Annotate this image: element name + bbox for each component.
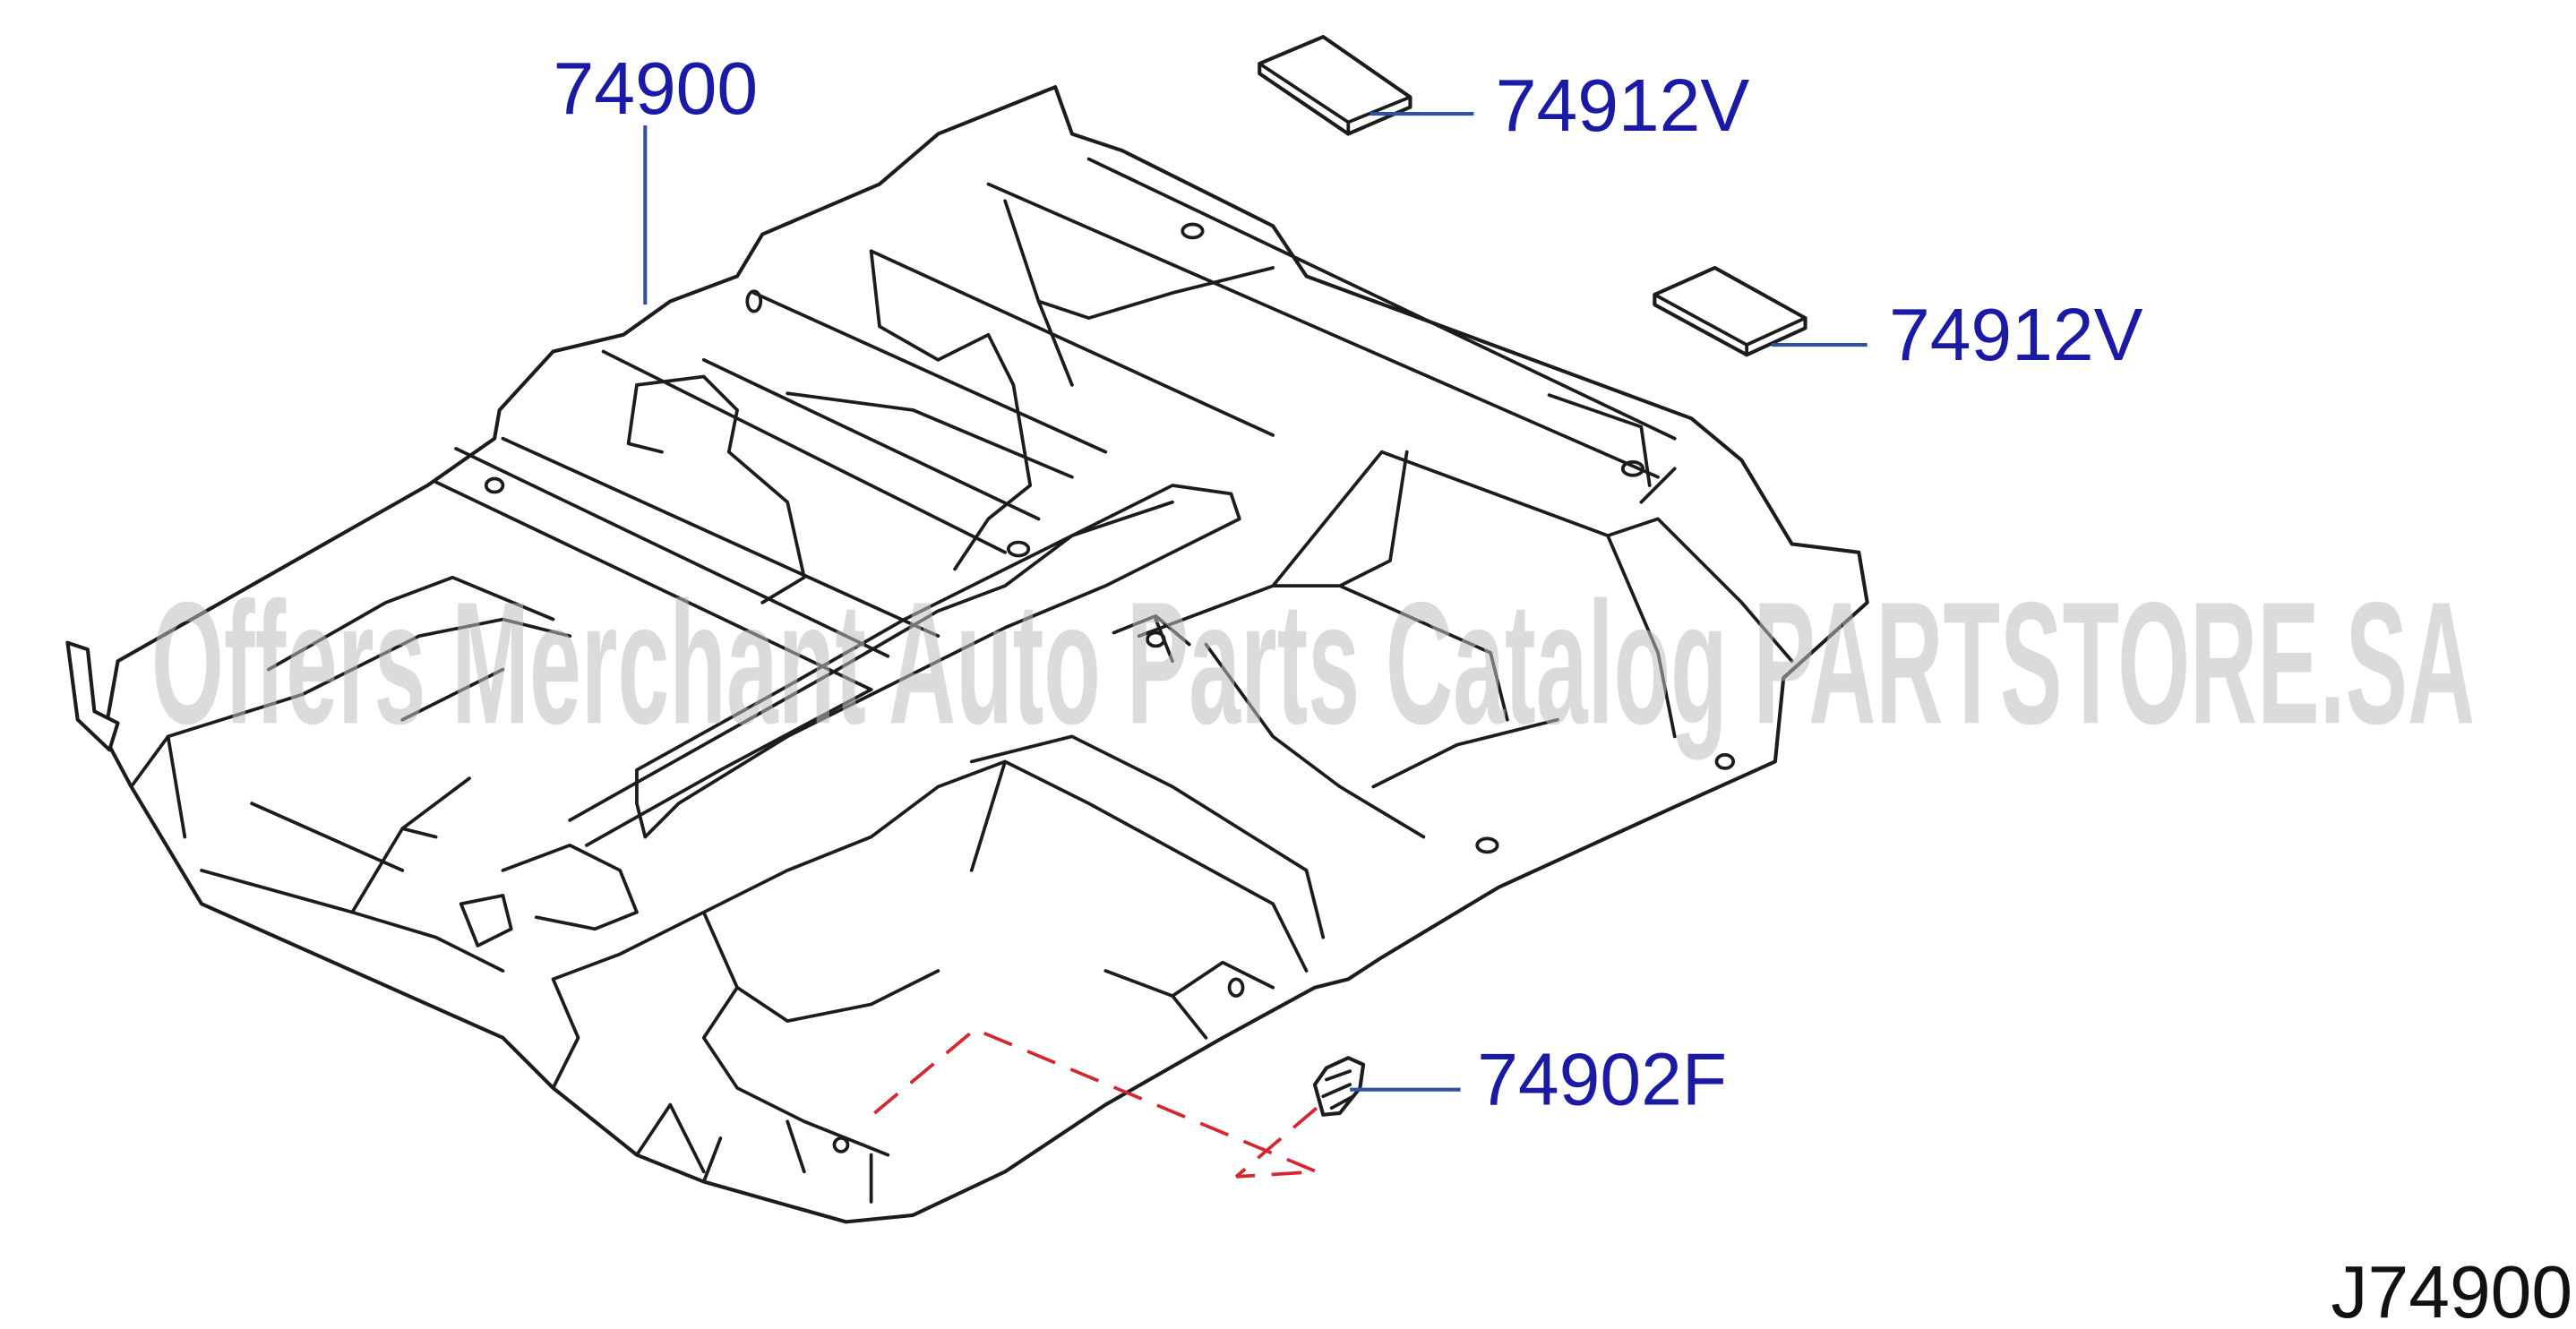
carpet-detail (266, 575, 555, 947)
carpet-hole (1181, 222, 1205, 240)
carpet-detail (129, 617, 639, 973)
carpet-hole (1475, 836, 1499, 854)
diagram-code: J749002A (2331, 1252, 2576, 1329)
carpet-detail (434, 157, 1677, 691)
carpet-detail (568, 500, 1174, 847)
carpet-hole (1007, 540, 1031, 558)
part-label-pad-lower: 74912V (1889, 295, 2143, 376)
watermark-text: Offers Merchant Auto Parts Catalog PARTS… (151, 566, 2475, 760)
carpet-detail (635, 734, 1326, 1204)
floor-carpet-drawing (65, 85, 1869, 1224)
part-label-carpet: 74900 (554, 48, 759, 130)
carpet-hole (1714, 753, 1736, 770)
carpet-hole (1146, 630, 1166, 648)
carpet-hole (1227, 977, 1245, 998)
part-label-pad-upper: 74912V (1496, 65, 1750, 147)
part-label-clip: 74902F (1477, 1040, 1727, 1121)
clip-drawing (1312, 1056, 1366, 1117)
carpet-detail (626, 249, 1033, 604)
clip-location-guide (873, 1027, 1318, 1179)
carpet-hole (745, 289, 763, 313)
carpet-detail (551, 759, 1309, 1157)
floor-carpet-outline (102, 85, 1869, 1224)
carpet-detail (635, 484, 1241, 839)
floor-pad-upper-drawing (1258, 35, 1413, 136)
carpet-detail (1112, 393, 1794, 664)
carpet-hole (1620, 459, 1645, 477)
floor-pad-lower-drawing (1653, 265, 1807, 357)
carpet-detail (786, 199, 1275, 479)
carpet-detail (1137, 450, 1677, 839)
carpet-hole (484, 476, 505, 494)
floor-carpet-front-lip (65, 640, 120, 752)
carpet-hole (832, 1136, 850, 1153)
